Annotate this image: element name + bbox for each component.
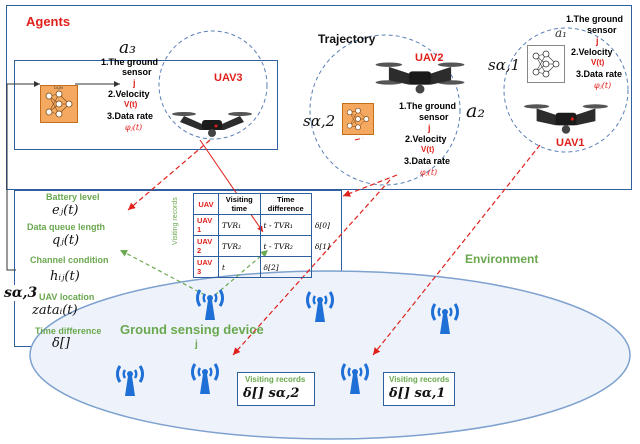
uav1-range-circle — [503, 27, 629, 153]
time-diff-value: δ[] — [52, 336, 70, 351]
records-title-uav2: Visiting records — [245, 375, 306, 384]
records-value-uav2: δ[] sα,2 — [243, 386, 300, 401]
antenna-icon — [115, 364, 145, 398]
col-time-diff: Time difference — [259, 193, 312, 215]
records-box-uav2 — [237, 372, 315, 406]
uav2-action-phi: φⱼ(t) — [420, 168, 438, 177]
col-delta — [311, 193, 334, 215]
records-box-uav1 — [383, 372, 455, 406]
uav1-action-phi: φⱼ(t) — [594, 81, 612, 90]
uav3-action-3: 3.Data rate — [107, 111, 154, 121]
dqn-network-uav1 — [527, 45, 565, 83]
uav2-action-1: 1.The ground — [399, 101, 456, 111]
agents-title: Agents — [26, 14, 71, 29]
uav2-range-circle — [309, 34, 461, 186]
uav1-action-1b: sensor — [587, 25, 617, 35]
neural-net-icon — [346, 107, 370, 131]
drone-icon — [524, 104, 608, 134]
uav2-action-v: V(t) — [421, 145, 435, 154]
uav1-state: sα,1 — [488, 56, 521, 74]
location-label: UAV location — [39, 292, 95, 302]
uav1-action-3: 3.Data rate — [576, 69, 623, 79]
col-uav: UAV — [193, 193, 219, 215]
environment-label: Environment — [465, 252, 539, 266]
uav1-action-2: 2.Velocity — [571, 47, 613, 57]
uav3-frame — [14, 60, 278, 150]
dqn-network-uav3: DQN — [40, 85, 78, 123]
ground-device-label: Ground sensing device — [120, 322, 264, 337]
channel-label: Channel condition — [30, 255, 109, 265]
table-row: UAV 2 TVR₂ t - TVR₂ δ[1] — [193, 235, 334, 257]
records-value-uav1: δ[] sα,1 — [389, 386, 446, 401]
dqn-label: DQN — [54, 85, 63, 90]
uav1-name: UAV1 — [556, 137, 585, 149]
uav1-action: a₁ — [555, 26, 567, 40]
location-value: zataᵢ(t) — [32, 303, 78, 318]
uav3-action-2: 2.Velocity — [108, 89, 150, 99]
trajectory-label: Trajectory — [318, 32, 376, 46]
uav2-action-3: 3.Data rate — [404, 156, 451, 166]
uav1-action-j: j — [596, 36, 599, 46]
uav2-action-1b: sensor — [419, 112, 449, 122]
drone-icon — [172, 112, 252, 137]
uav3-state: sα,3 — [4, 285, 38, 301]
uav3-action-1b: sensor — [122, 67, 152, 77]
antenna-icon — [430, 302, 460, 336]
uav2-action: a₂ — [466, 100, 485, 122]
environment-ellipse — [29, 270, 631, 440]
queue-value: qⱼ(t) — [52, 233, 80, 248]
uav3-action-1: 1.The ground — [101, 57, 158, 67]
uav3-name: UAV3 — [214, 72, 243, 84]
uav3-action-j: j — [133, 78, 136, 88]
uav1-action-1: 1.The ground — [566, 14, 623, 24]
uav2-action-2: 2.Velocity — [405, 134, 447, 144]
antenna-icon — [340, 362, 370, 396]
time-diff-label: Time difference — [35, 326, 102, 336]
ground-device-index: j — [195, 339, 198, 350]
records-title-uav1: Visiting records — [389, 375, 450, 384]
uav3-range-circle — [158, 30, 268, 140]
antenna-icon — [190, 362, 220, 396]
neural-net-icon — [532, 50, 560, 78]
antenna-icon — [195, 288, 225, 322]
uav3-action: a₃ — [119, 38, 136, 58]
queue-label: Data queue length — [27, 222, 106, 232]
visit-table: UAV Visiting time Time difference UAV 1 … — [193, 193, 334, 278]
battery-label: Battery level — [46, 192, 100, 202]
uav2-action-j: j — [428, 123, 431, 133]
dqn-network-uav2 — [342, 103, 374, 135]
uav3-action-phi: φⱼ(t) — [125, 123, 143, 132]
uav2-state: sα,2 — [303, 112, 336, 130]
uav2-name: UAV2 — [415, 52, 444, 64]
table-row: UAV 3 t δ[2] — [193, 256, 334, 278]
battery-value: eⱼ(t) — [52, 203, 79, 218]
uav1-action-v: V(t) — [591, 58, 605, 67]
antenna-icon — [305, 290, 335, 324]
channel-value: hᵢⱼ(t) — [50, 269, 80, 284]
neural-net-icon — [45, 90, 73, 118]
drone-icon — [375, 62, 465, 94]
uav3-action-v: V(t) — [124, 100, 138, 109]
